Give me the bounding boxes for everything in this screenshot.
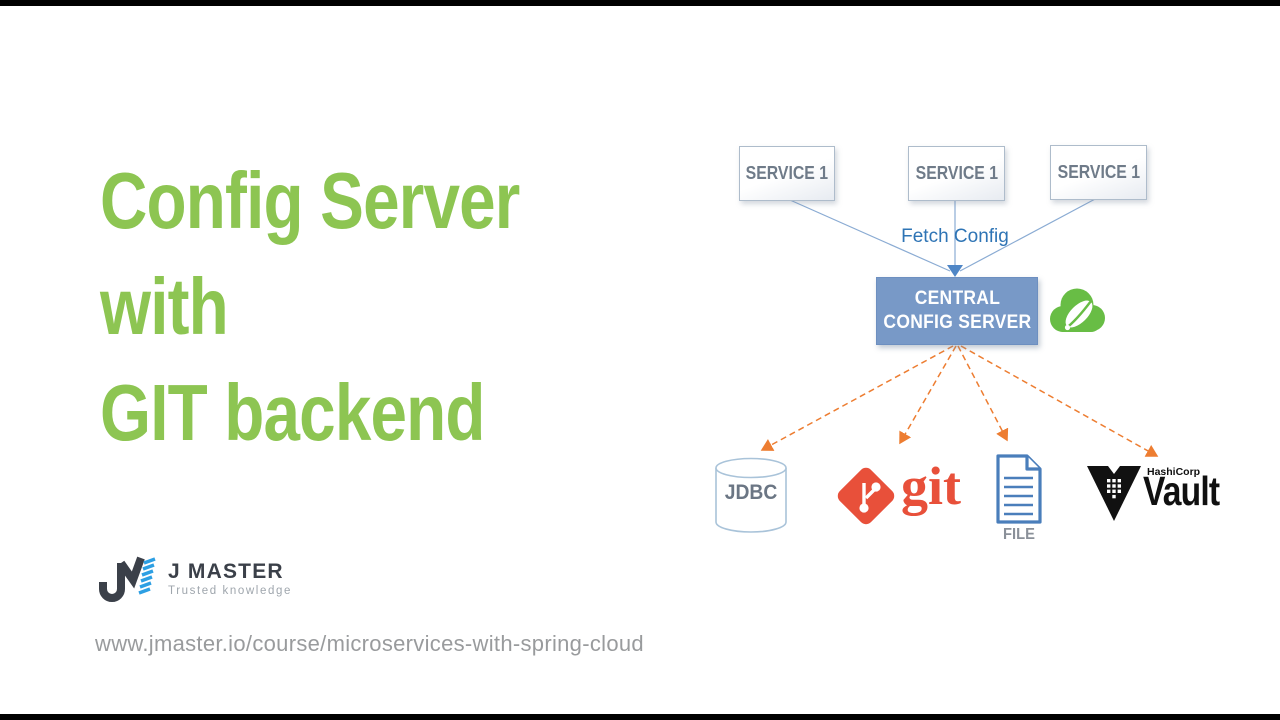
arrow-central-jdbc — [760, 345, 954, 451]
git-wordmark: git — [901, 456, 961, 516]
jmaster-monogram-icon — [99, 556, 156, 602]
letterbox-bar-bottom — [0, 714, 1280, 720]
arrowhead-into-central — [947, 265, 963, 277]
jdbc-database-icon — [715, 457, 787, 533]
title-line-1: Config Server — [100, 156, 520, 245]
vault-triangle-icon — [1087, 466, 1141, 521]
jdbc-label: JDBC — [724, 481, 778, 504]
service-box-3-label: SERVICE 1 — [1057, 162, 1140, 182]
jmaster-tagline: Trusted knowledge — [168, 585, 292, 597]
fetch-config-label: Fetch Config — [901, 226, 1009, 247]
title-line-3: GIT backend — [100, 368, 486, 457]
central-config-server-box: CENTRAL CONFIG SERVER — [876, 277, 1038, 345]
title-line-2: with — [100, 262, 229, 351]
hashicorp-brand-label: HashiCorp — [1147, 466, 1201, 478]
file-document-icon — [996, 454, 1042, 524]
arrow-central-file — [957, 345, 1009, 442]
course-url: www.jmaster.io/course/microservices-with… — [95, 631, 644, 656]
slide-title: Config Server with GIT backend — [100, 148, 520, 466]
central-box-line-2: CONFIG SERVER — [883, 312, 1032, 333]
jmaster-brand-name: J MASTER — [168, 560, 284, 583]
service-box-2: SERVICE 1 — [908, 146, 1005, 201]
letterbox-bar-top — [0, 0, 1280, 6]
vault-wordmark: Vault — [1143, 468, 1220, 514]
central-box-line-1: CENTRAL — [914, 288, 1000, 309]
spring-cloud-icon — [1050, 288, 1105, 332]
arrow-central-git — [899, 345, 957, 445]
service-box-2-label: SERVICE 1 — [915, 163, 998, 183]
service-box-1: SERVICE 1 — [739, 146, 835, 201]
arrow-central-vault — [960, 345, 1159, 457]
file-label: FILE — [1003, 526, 1035, 543]
service-box-3: SERVICE 1 — [1050, 145, 1147, 200]
git-logo-icon — [837, 467, 895, 525]
service-box-1-label: SERVICE 1 — [745, 163, 829, 183]
